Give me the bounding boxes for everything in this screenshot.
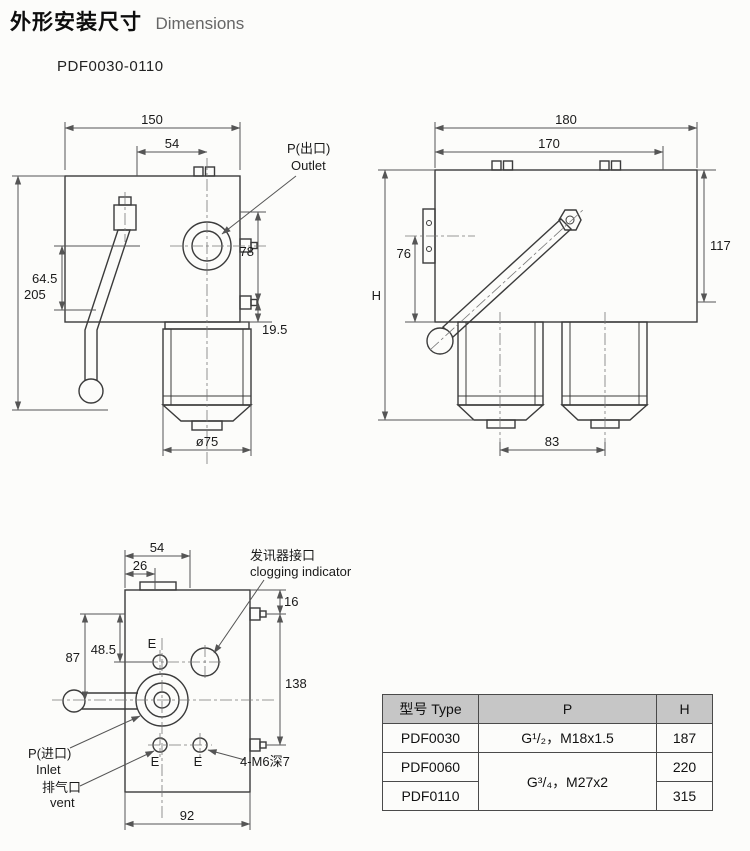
handle-lever	[441, 218, 573, 338]
outlet-label-en: Outlet	[291, 158, 326, 173]
side-port-upper	[249, 607, 261, 621]
vent-label-cn: 排气口	[42, 780, 81, 795]
page-header: 外形安装尺寸 Dimensions	[10, 6, 244, 36]
mounting-holes-note: 4-M6深7	[240, 754, 290, 769]
side-view-drawing: 180 170 H 76 117 83	[372, 112, 731, 456]
dim-87-label: 87	[66, 650, 80, 665]
side-view-dimension-lines	[378, 122, 716, 456]
cell-p-merged: G³/₄，M27x2	[478, 752, 657, 811]
outlet-leader-line	[221, 175, 297, 235]
port-e-label-bottom-1: E	[151, 754, 160, 769]
dim-170-label: 170	[538, 136, 560, 151]
inlet-label-en: Inlet	[36, 762, 61, 777]
filter-head-body	[64, 175, 241, 323]
dim-205-label: 205	[24, 287, 46, 302]
front-view-labels: 150 54 205 64.5 78 19.5 ø75 P(出口) Outlet	[24, 112, 330, 449]
dim-16-label: 16	[284, 594, 298, 609]
front-view-dimension-lines	[12, 122, 297, 456]
port-e-label-bottom-2: E	[194, 754, 203, 769]
cell-type-pdf0110: PDF0110	[382, 781, 479, 811]
dim-138-label: 138	[285, 676, 307, 691]
dim-64-5-label: 64.5	[32, 271, 57, 286]
dim-78-label: 78	[240, 244, 254, 259]
dim-H-label: H	[372, 288, 381, 303]
m6-leader-line	[207, 749, 246, 761]
inlet-leader-line	[69, 715, 141, 749]
outlet-label-cn: P(出口)	[287, 141, 330, 156]
dim-54-label: 54	[150, 540, 164, 555]
side-port-lower	[239, 295, 252, 310]
inlet-label-cn: P(进口)	[28, 746, 71, 761]
clogging-label-cn: 发讯器接口	[250, 548, 315, 563]
model-range-label: PDF0030-0110	[57, 58, 164, 75]
filter-bowl-1	[457, 321, 544, 406]
side-port-lower	[249, 738, 261, 752]
clogging-label-en: clogging indicator	[250, 564, 352, 579]
side-view-labels: 180 170 H 76 117 83	[372, 112, 731, 449]
cell-type-pdf0060: PDF0060	[382, 752, 479, 782]
bottom-view-centerlines	[52, 638, 275, 818]
filter-bowl-2	[561, 321, 648, 406]
dim-83-label: 83	[545, 434, 559, 449]
dim-117-label: 117	[710, 238, 731, 253]
dim-54-label: 54	[165, 136, 179, 151]
bottom-view-labels: 54 26 48.5 87 16 138 92 E E E 4-M6深7 发讯器…	[28, 540, 352, 823]
handle-knob	[426, 327, 454, 355]
col-header-h: H	[656, 694, 713, 724]
dim-48-5-label: 48.5	[91, 642, 116, 657]
filter-head-body	[124, 589, 251, 793]
dim-76-label: 76	[397, 246, 411, 261]
spec-table-row: PDF0030 G¹/₂，M18x1.5 187	[382, 723, 713, 753]
dim-180-label: 180	[555, 112, 577, 127]
clogging-leader-line	[213, 579, 265, 654]
handle-hex-nut	[558, 209, 582, 231]
spec-table-row: PDF0110 315	[382, 781, 713, 811]
vent-leader-line	[79, 750, 155, 787]
cell-type-pdf0030: PDF0030	[382, 723, 479, 753]
front-view-centerlines	[124, 158, 268, 466]
cell-h-pdf0030: 187	[656, 723, 713, 753]
dim-26-label: 26	[133, 558, 147, 573]
spec-table-row: PDF0060 G³/₄，M27x2 220	[382, 752, 713, 811]
col-header-p: P	[478, 694, 657, 724]
dim-92-label: 92	[180, 808, 194, 823]
page-title-en: Dimensions	[155, 14, 245, 33]
page-title-cn: 外形安装尺寸	[10, 11, 142, 34]
dim-150-label: 150	[141, 112, 163, 127]
front-view-drawing: 150 54 205 64.5 78 19.5 ø75 P(出口) Outlet	[12, 112, 330, 466]
cell-h-pdf0060: 220	[656, 752, 713, 782]
spec-table: 型号 Type P H PDF0030 G¹/₂，M18x1.5 187 PDF…	[382, 694, 713, 811]
cell-h-pdf0110: 315	[656, 781, 713, 811]
col-header-type: 型号 Type	[382, 694, 479, 724]
bottom-view-dimension-lines	[69, 550, 286, 830]
bottom-view-drawing: 54 26 48.5 87 16 138 92 E E E 4-M6深7 发讯器…	[28, 540, 352, 830]
spec-table-header-row: 型号 Type P H	[382, 694, 713, 724]
handle-knob	[78, 378, 104, 404]
dim-19-5-label: 19.5	[262, 322, 287, 337]
port-e-label-top: E	[148, 636, 157, 651]
cell-p-pdf0030: G¹/₂，M18x1.5	[478, 723, 657, 753]
handle-lever	[84, 229, 131, 383]
handle-knob	[62, 689, 86, 713]
vent-label-en: vent	[50, 795, 75, 810]
side-view-outline	[422, 160, 698, 429]
front-view-outline	[64, 166, 258, 431]
dim-dia75-label: ø75	[196, 434, 218, 449]
